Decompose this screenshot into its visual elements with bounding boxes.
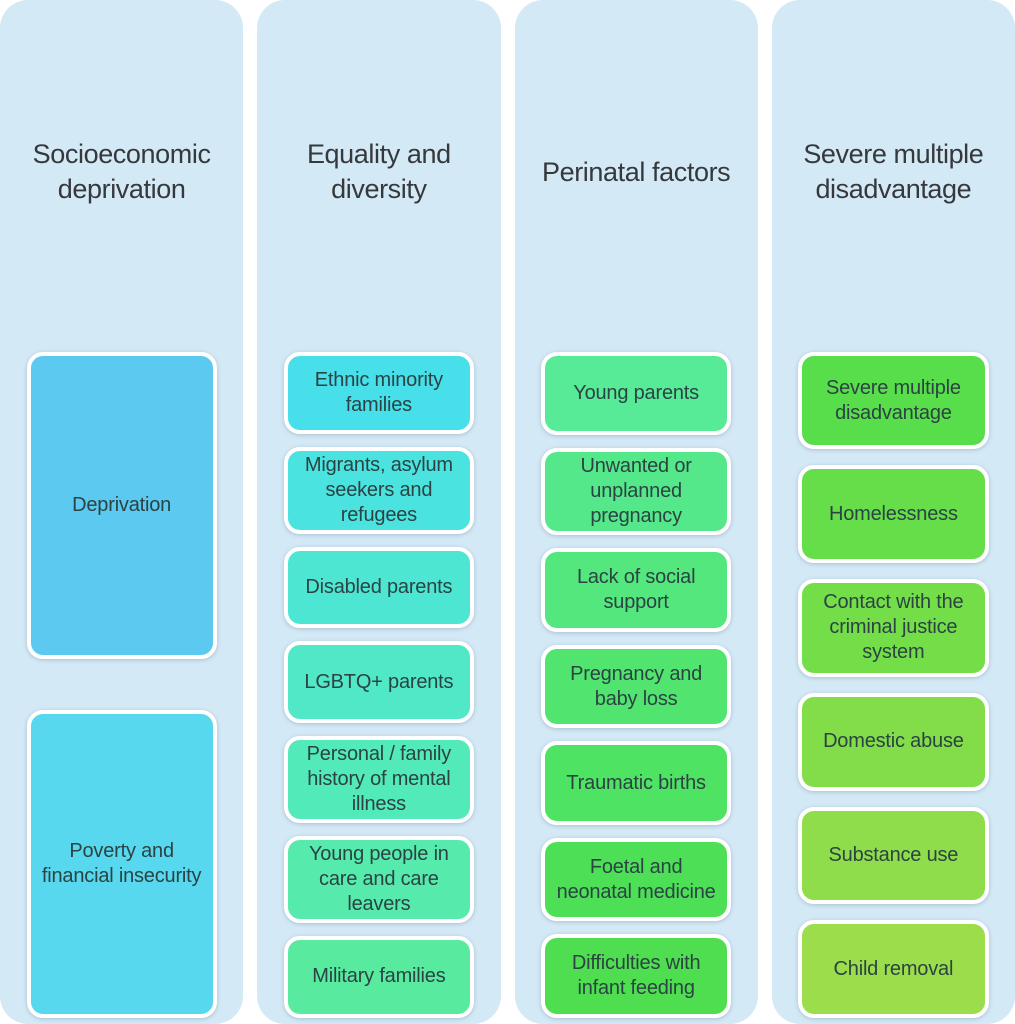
- risk-card: Child removal: [798, 920, 989, 1018]
- risk-card: Disabled parents: [283, 546, 474, 629]
- column-perinatal-factors: Perinatal factors Young parents Unwanted…: [514, 0, 758, 1024]
- risk-card: Young parents: [541, 351, 732, 436]
- risk-card: Severe multiple disadvantage: [798, 351, 989, 450]
- column-equality-and-diversity: Equality and diversity Ethnic minority f…: [257, 0, 501, 1024]
- risk-card: Traumatic births: [541, 741, 732, 825]
- card-label: Deprivation: [72, 494, 172, 517]
- card-label: Severe multiple disadvantage: [825, 376, 961, 424]
- risk-card: Ethnic minority families: [283, 351, 474, 434]
- risk-card: Lack of social support: [541, 548, 732, 632]
- risk-card: Migrants, asylum seekers and refugees: [283, 446, 474, 534]
- card-list: Young parents Unwanted or unplanned preg…: [541, 351, 732, 1018]
- card-label: Young people in care and care leavers: [309, 843, 449, 916]
- risk-card: Unwanted or unplanned pregnancy: [541, 448, 732, 536]
- card-list: Severe multiple disadvantage Homelessnes…: [798, 351, 989, 1018]
- risk-card: Deprivation: [26, 351, 217, 660]
- risk-card: Domestic abuse: [798, 692, 989, 791]
- card-label: Child removal: [833, 957, 954, 980]
- card-label: LGBTQ+ parents: [304, 670, 454, 693]
- card-label: Foetal and neonatal medicine: [556, 855, 716, 903]
- card-label: Pregnancy and baby loss: [570, 662, 703, 710]
- column-socioeconomic-deprivation: Socioeconomic deprivation Deprivation Po…: [0, 0, 244, 1024]
- column-title: Equality and diversity: [306, 139, 451, 205]
- column-title: Severe multiple disadvantage: [803, 139, 984, 205]
- risk-card: Young people in care and care leavers: [283, 836, 474, 924]
- risk-card: LGBTQ+ parents: [283, 641, 474, 724]
- risk-card: Pregnancy and baby loss: [541, 644, 732, 729]
- card-label: Substance use: [828, 843, 959, 866]
- card-label: Military families: [312, 965, 446, 988]
- card-label: Poverty and financial insecurity: [41, 840, 202, 888]
- risk-card: Difficulties with infant feeding: [541, 934, 732, 1018]
- risk-card: Foetal and neonatal medicine: [541, 837, 732, 922]
- card-label: Disabled parents: [305, 575, 453, 598]
- card-label: Contact with the criminal justice system: [823, 591, 964, 664]
- card-label: Personal / family history of mental illn…: [306, 743, 452, 816]
- card-label: Domestic abuse: [823, 730, 964, 753]
- column-severe-multiple-disadvantage: Severe multiple disadvantage Severe mult…: [771, 0, 1015, 1024]
- card-list: Ethnic minority families Migrants, asylu…: [283, 351, 474, 1018]
- risk-card: Personal / family history of mental illn…: [283, 736, 474, 824]
- card-label: Young parents: [573, 382, 699, 405]
- card-label: Unwanted or unplanned pregnancy: [580, 455, 692, 528]
- risk-card: Contact with the criminal justice system: [798, 579, 989, 677]
- card-label: Ethnic minority families: [314, 368, 443, 416]
- column-title: Socioeconomic deprivation: [32, 139, 211, 205]
- risk-card: Homelessness: [798, 465, 989, 564]
- card-label: Lack of social support: [576, 566, 696, 614]
- card-label: Traumatic births: [566, 771, 706, 794]
- card-label: Homelessness: [828, 502, 958, 525]
- card-label: Difficulties with infant feeding: [571, 952, 701, 1000]
- risk-card: Poverty and financial insecurity: [26, 710, 217, 1018]
- card-list: Deprivation Poverty and financial insecu…: [26, 351, 217, 1018]
- risk-card: Military families: [283, 936, 474, 1018]
- risk-card: Substance use: [798, 806, 989, 905]
- column-title: Perinatal factors: [541, 156, 731, 187]
- card-label: Migrants, asylum seekers and refugees: [304, 453, 453, 526]
